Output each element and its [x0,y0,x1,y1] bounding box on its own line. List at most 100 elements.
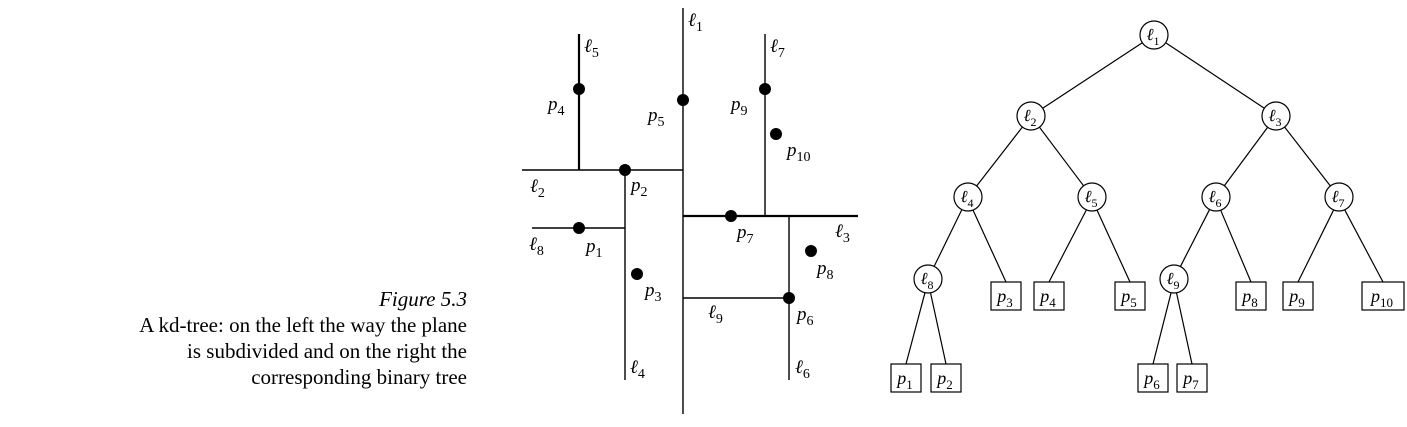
tree-node-label: ℓ3 [1268,106,1281,129]
tree-leaf-label: p9 [1287,286,1305,310]
split-line-label-l8: ℓ8 [529,234,544,259]
tree-edge-l4-l8 [933,209,963,267]
tree-leaf-label: p5 [1119,286,1137,310]
tree-leaf-p6: p6 [1137,363,1169,393]
caption-line-1: A kd-tree: on the left the way the plane [139,313,467,337]
tree-leaf-box [1235,281,1267,311]
tree-leaf-box [1361,281,1405,311]
split-line-label-l1: ℓ1 [688,10,703,35]
tree-node-circle [1139,20,1169,50]
point-p3 [631,268,643,280]
tree-node-l7: ℓ7 [1324,182,1354,212]
tree-edge-l3-l6 [1223,126,1269,187]
tree-node-l9: ℓ9 [1159,264,1189,294]
tree-node-label: ℓ6 [1208,187,1221,210]
point-p10 [770,128,782,140]
split-line-label-l6: ℓ6 [795,357,810,382]
tree-node-circle [1261,101,1291,131]
point-label-p1: p1 [584,236,603,261]
tree-edge-l9-p7 [1175,292,1193,365]
tree-leaf-label: p3 [995,286,1013,310]
tree-node-label: ℓ4 [960,187,973,210]
point-label-p2: p2 [629,175,648,200]
tree-leaf-box [1114,281,1146,311]
tree-node-label: ℓ2 [1023,106,1036,129]
tree-leaf-p4: p4 [1033,281,1065,311]
tree-leaf-box [1137,363,1169,393]
split-line-label-l3: ℓ3 [835,221,850,246]
tree-leaf-p2: p2 [930,363,962,393]
tree-node-circle [1077,182,1107,212]
tree-node-circle [1201,182,1231,212]
tree-leaf-box [1176,363,1208,393]
tree-edge-l6-p8 [1220,209,1252,283]
tree-edge-l5-p4 [1048,209,1087,283]
tree-edge-l9-p6 [1152,292,1172,365]
point-p5 [677,94,689,106]
tree-leaf-box [1033,281,1065,311]
tree-edge-l1-l3 [1165,42,1265,109]
split-line-label-l5: ℓ5 [584,36,599,61]
figure-label: Figure 5.3 [379,287,467,311]
point-label-p9: p9 [729,94,748,119]
tree-leaf-p1: p1 [890,363,922,393]
split-line-label-l7: ℓ7 [770,36,785,61]
tree-edge-l5-p5 [1096,209,1131,283]
tree-edge-l7-p9 [1297,209,1335,283]
tree-node-l2: ℓ2 [1016,101,1046,131]
tree-leaf-p9: p9 [1282,281,1314,311]
tree-node-label: ℓ7 [1331,187,1344,210]
tree-leaf-box [1282,281,1314,311]
tree-leaf-p8: p8 [1235,281,1267,311]
tree-node-label: ℓ8 [920,269,933,292]
tree-node-circle [1159,264,1189,294]
tree-node-l5: ℓ5 [1077,182,1107,212]
tree-node-l4: ℓ4 [953,182,983,212]
point-p4 [573,83,585,95]
tree-node-l1: ℓ1 [1139,20,1169,50]
point-p9 [759,83,771,95]
binary-tree: ℓ1 ℓ2 ℓ3 ℓ4 ℓ5 ℓ6 ℓ7 ℓ8 ℓ9 p1 p2 p3 p4 p5 p6 p7 p8 p9 p10 [890,20,1405,393]
tree-leaf-label: p6 [1142,368,1160,392]
split-line-label-l9: ℓ9 [708,302,723,327]
split-line-label-l4: ℓ4 [630,357,645,382]
tree-node-circle [953,182,983,212]
point-label-p7: p7 [735,222,754,247]
tree-edges [905,42,1384,365]
point-label-p8: p8 [815,258,834,283]
tree-node-label: ℓ9 [1166,269,1179,292]
tree-leaf-p10: p10 [1361,281,1405,311]
tree-leaf-p3: p3 [990,281,1022,311]
tree-leaf-label: p8 [1240,286,1258,310]
tree-edge-l6-l9 [1179,209,1211,267]
tree-leaf-label: p4 [1038,286,1056,310]
point-p1 [573,222,585,234]
point-label-p5: p5 [646,105,665,130]
point-p6 [783,292,795,304]
tree-node-l3: ℓ3 [1261,101,1291,131]
tree-leaf-p7: p7 [1176,363,1208,393]
tree-leaf-label: p2 [935,368,953,392]
point-p8 [805,245,817,257]
tree-edge-l1-l2 [1042,42,1143,109]
tree-node-l6: ℓ6 [1201,182,1231,212]
tree-edge-l3-l7 [1284,126,1331,187]
tree-leaf-box [890,363,922,393]
tree-leaf-box [930,363,962,393]
tree-leaf-p5: p5 [1114,281,1146,311]
point-p7 [725,210,737,222]
point-label-p4: p4 [546,94,565,119]
tree-node-circle [913,264,943,294]
split-line-label-l2: ℓ2 [530,176,545,201]
tree-edge-l2-l4 [976,126,1023,187]
figure-caption: Figure 5.3 A kd-tree: on the left the wa… [139,286,467,390]
tree-node-circle [1324,182,1354,212]
tree-edge-l2-l5 [1038,126,1085,187]
tree-leaf-label: p10 [1369,286,1393,310]
tree-edge-l4-p3 [972,209,1007,283]
point-label-p6: p6 [795,304,814,329]
tree-node-label: ℓ5 [1084,187,1097,210]
tree-edge-l7-p10 [1344,209,1384,283]
